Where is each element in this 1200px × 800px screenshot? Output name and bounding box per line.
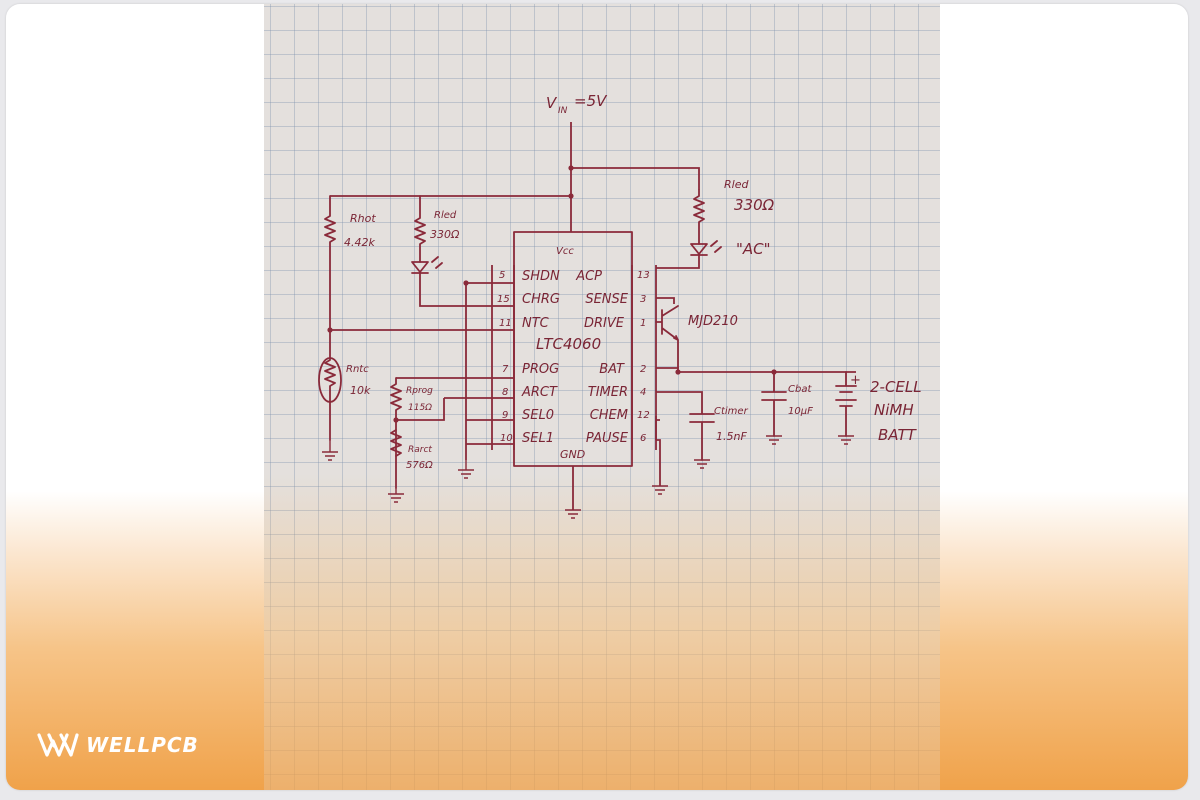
wellpcb-logo-text: WELLPCB (86, 733, 199, 757)
ic-name: LTC4060 (536, 335, 601, 353)
rled2-name: Rled (724, 178, 749, 191)
chem-pause-wire (655, 416, 661, 486)
pin-number: 3 (640, 294, 646, 305)
ic-vcc-label: Vcc (556, 246, 574, 257)
graph-paper: V IN =5V Vcc LTC4060 GND 5 15 11 7 8 9 1 (264, 4, 940, 790)
ic-right-pin-column (631, 265, 657, 450)
ground-symbol (388, 488, 404, 503)
rled1-value: 330Ω (430, 228, 460, 241)
pin-number: 8 (502, 387, 508, 398)
ground-symbol (458, 460, 474, 479)
led-label: "AC" (736, 240, 771, 258)
rled2-resistor (693, 189, 705, 245)
supply-value: =5V (574, 92, 608, 110)
junction-dot (393, 417, 399, 423)
top-rail-wire (571, 167, 700, 190)
rarct-name: Rarct (408, 445, 432, 455)
battery-plus: + (850, 373, 861, 388)
wellpcb-logo-icon (37, 733, 79, 757)
rhot-resistor (324, 195, 336, 331)
arct-wire (396, 397, 514, 421)
battery-line1: 2-CELL (870, 378, 922, 396)
ic-gnd-label: GND (560, 448, 585, 461)
pin-number: 6 (640, 433, 646, 444)
rhot-name: Rhot (350, 212, 376, 225)
pin-number: 5 (499, 270, 505, 281)
rprog-name: Rprog (406, 386, 433, 396)
ground-symbol (766, 435, 782, 445)
pin-number: 7 (502, 364, 509, 375)
battery-line3: BATT (878, 426, 918, 444)
schematic-diagram: V IN =5V Vcc LTC4060 GND 5 15 11 7 8 9 1 (318, 92, 922, 519)
supply-label: V (546, 94, 558, 112)
pin-number: 2 (640, 364, 646, 375)
transistor-mjd210 (655, 305, 679, 369)
junction-dot (463, 280, 469, 286)
rarct-value: 576Ω (406, 460, 433, 471)
ground-symbol (838, 435, 854, 445)
pin-number: 4 (640, 387, 646, 398)
rntc-body (318, 357, 342, 403)
battery-symbol (835, 371, 857, 437)
ic-left-pin-column (491, 265, 515, 450)
pin-number: 12 (637, 410, 650, 421)
pin-number: 9 (502, 410, 508, 421)
pin-label: PROG (522, 362, 559, 377)
pin-number: 10 (500, 433, 513, 444)
ground-symbol (652, 485, 668, 495)
pin-label: NTC (522, 316, 550, 331)
rled1-name: Rled (434, 210, 457, 221)
pin-label: DRIVE (584, 316, 625, 331)
rhot-value: 4.42k (344, 236, 375, 249)
pin-label: CHEM (590, 408, 628, 423)
junction-dot (568, 193, 574, 199)
supply-subscript: IN (558, 106, 568, 116)
ctimer-value: 1.5nF (716, 430, 747, 443)
rntc-value: 10k (350, 384, 371, 397)
pin-label: SHDN (522, 269, 560, 284)
rntc-name: Rntc (346, 364, 369, 375)
pin-number: 11 (499, 318, 512, 329)
led1-wire (419, 273, 514, 307)
led2-icon (690, 240, 722, 256)
rprog-resistor (390, 377, 402, 489)
pin-label: ACP (575, 269, 602, 284)
ground-symbol (565, 509, 581, 519)
acp-wire (656, 255, 700, 269)
pin-label: ARCT (521, 385, 558, 400)
rprog-value: 115Ω (408, 403, 432, 413)
cbat-name: Cbat (788, 384, 812, 395)
rled1-resistor (414, 195, 426, 263)
cbat-value: 10μF (788, 406, 813, 417)
pin-label: TIMER (588, 385, 628, 400)
led1-icon (411, 256, 443, 274)
sel-wire (466, 419, 514, 445)
sense-wire (656, 297, 675, 304)
junction-dot (675, 369, 681, 375)
pin-label: PAUSE (586, 431, 629, 446)
pin-label: SEL1 (522, 431, 554, 446)
pin-label: SENSE (585, 292, 628, 307)
pin-number: 1 (640, 318, 646, 329)
ground-symbol (322, 440, 338, 461)
pin-label: CHRG (522, 292, 560, 307)
ctimer-name: Ctimer (714, 406, 749, 417)
wellpcb-logo: WELLPCB (36, 731, 199, 759)
rled2-value: 330Ω (734, 196, 775, 214)
timer-wire (656, 391, 703, 414)
junction-dot (568, 165, 574, 171)
transistor-label: MJD210 (688, 314, 738, 329)
ctimer-capacitor (689, 413, 715, 461)
rarct-resistor (390, 429, 402, 457)
rntc-thermistor (324, 329, 336, 441)
bat-wire (656, 367, 856, 373)
ground-symbol (694, 459, 710, 469)
image-frame: V IN =5V Vcc LTC4060 GND 5 15 11 7 8 9 1 (6, 4, 1188, 790)
cbat-capacitor (761, 371, 787, 437)
pin-number: 13 (637, 270, 650, 281)
pin-label: BAT (599, 362, 625, 377)
battery-line2: NiMH (874, 401, 914, 419)
pin-number: 15 (497, 294, 510, 305)
pin-label: SEL0 (522, 408, 554, 423)
